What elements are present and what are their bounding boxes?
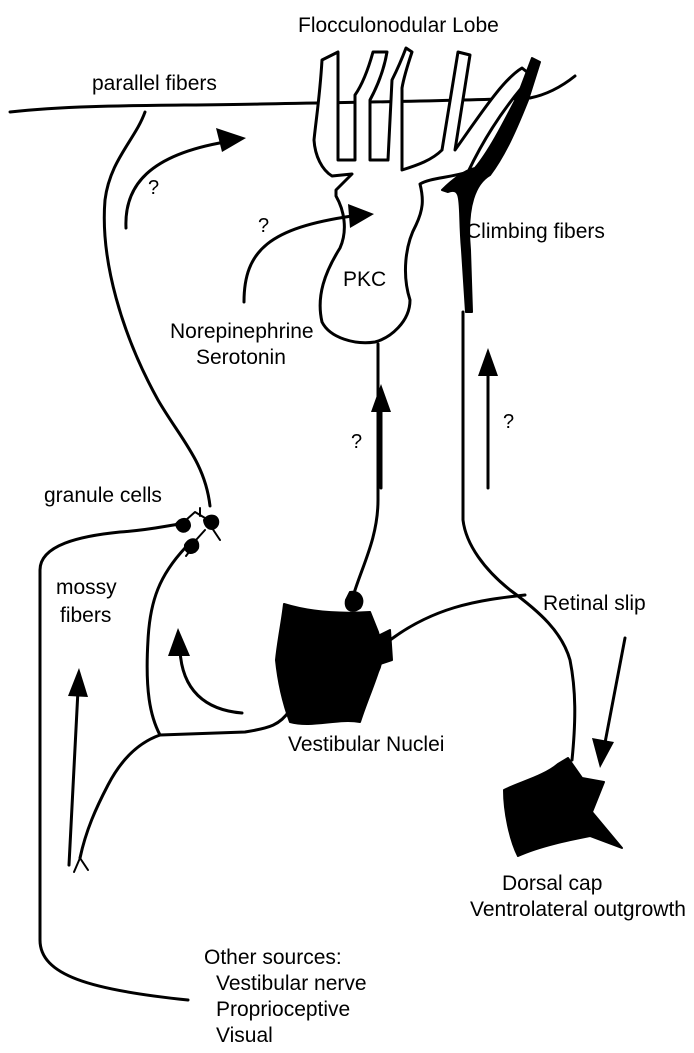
mossy-label-line2: fibers: [60, 604, 111, 628]
flocculonodular-lobe-label: Flocculonodular Lobe: [298, 14, 499, 38]
unknown-marker-climbing: ?: [503, 410, 514, 434]
mossy-label-line1: mossy: [56, 576, 117, 600]
source-vestibular-nerve: Vestibular nerve: [216, 972, 367, 996]
source-visual: Visual: [216, 1024, 273, 1048]
purkinje-axon: [352, 344, 378, 600]
serotonin-label: Serotonin: [196, 346, 286, 370]
source-proprioceptive: Proprioceptive: [216, 998, 350, 1022]
vestibular-nuclei-label: Vestibular Nuclei: [288, 733, 444, 757]
mossy-fiber-main: [80, 735, 160, 858]
norepinephrine-label: Norepinephrine: [170, 320, 314, 344]
mossy-fiber-root: [74, 858, 88, 872]
purkinje-cell: [314, 48, 532, 343]
climbing-collateral-to-vestibular: [380, 595, 525, 648]
arrow-curved-to-vestibular: [180, 650, 242, 713]
unknown-marker-neuromodulator: ?: [258, 214, 269, 238]
granule-cells-label: granule cells: [44, 484, 162, 508]
arrow-up-climbing-fiber-head: [478, 348, 498, 376]
arrow-up-mossy-fibers: [69, 690, 78, 865]
arrow-to-parallel-fibers-head: [216, 128, 246, 152]
climbing-fibers-label: Climbing fibers: [466, 220, 605, 244]
arrow-retinal-slip-head: [592, 738, 614, 768]
other-sources-title: Other sources:: [204, 946, 342, 970]
granule-cell-body-1: [176, 519, 190, 532]
granule-cell-dendrites: [186, 508, 220, 556]
pkc-label: PKC: [343, 268, 386, 292]
retinal-slip-label: Retinal slip: [543, 592, 646, 616]
granule-cell-axon: [104, 112, 210, 506]
climbing-fiber-lower-path: [463, 312, 575, 760]
vestibular-output-line: [160, 710, 290, 735]
arrow-up-mossy-fibers-head: [68, 668, 88, 697]
dorsal-cap-label: Dorsal cap: [502, 872, 602, 896]
unknown-marker-parallel: ?: [148, 176, 159, 200]
granule-cell-body-3: [204, 516, 218, 529]
ventrolateral-outgrowth-label: Ventrolateral outgrowth: [470, 898, 686, 922]
vestibular-synapse-bouton: [378, 630, 392, 664]
vestibular-nuclei-cell: [276, 604, 382, 724]
arrow-up-purkinje-axon-head: [371, 384, 391, 412]
granule-cell-body-2: [185, 539, 198, 553]
parallel-fibers-label: parallel fibers: [92, 72, 217, 96]
arrow-curved-to-vestibular-head: [168, 628, 190, 656]
arrow-to-parallel-fibers: [126, 142, 225, 228]
purkinje-axon-terminal: [346, 592, 363, 611]
dorsal-cap-cell: [504, 758, 622, 856]
unknown-marker-purkinje-output: ?: [351, 430, 362, 454]
arrow-retinal-slip: [604, 638, 625, 748]
